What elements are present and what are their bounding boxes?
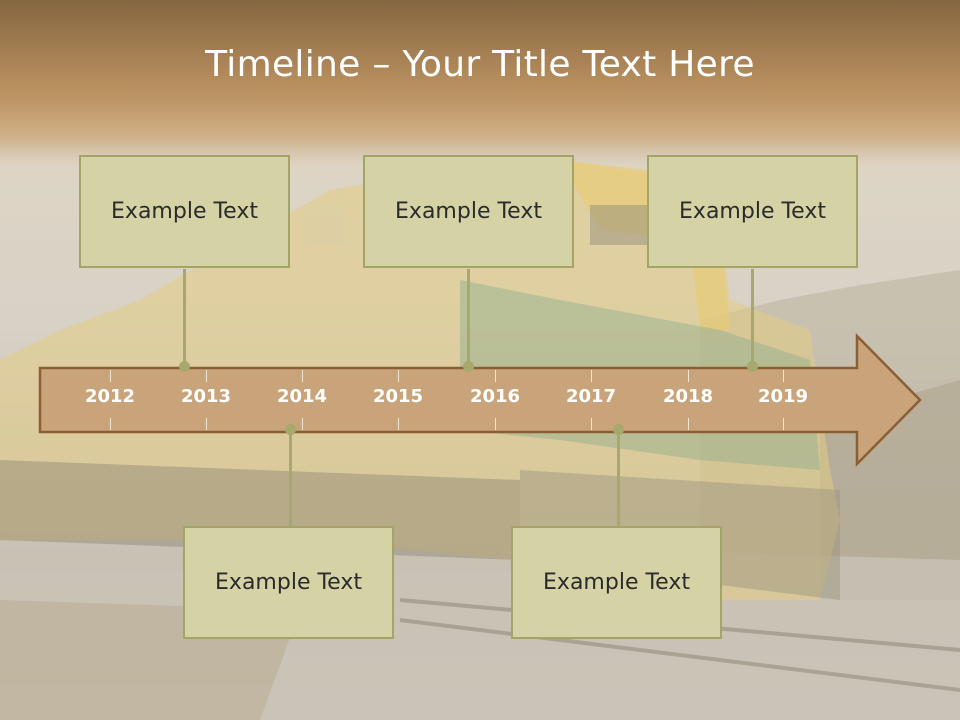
- callout-bottom-2[interactable]: Example Text: [511, 526, 722, 639]
- slide-title[interactable]: Timeline – Your Title Text Here: [205, 44, 755, 85]
- year-tick: [688, 370, 689, 382]
- callout-connector: [751, 269, 754, 366]
- year-tick: [495, 370, 496, 382]
- year-label-2013[interactable]: 2013: [180, 386, 232, 407]
- connector-dot: [613, 424, 624, 435]
- year-tick: [783, 370, 784, 382]
- year-label-2015[interactable]: 2015: [372, 386, 424, 407]
- connector-dot: [747, 361, 758, 372]
- year-tick: [495, 418, 496, 430]
- callout-top-3[interactable]: Example Text: [647, 155, 858, 268]
- year-tick: [591, 370, 592, 382]
- year-label-2016[interactable]: 2016: [469, 386, 521, 407]
- year-tick: [591, 418, 592, 430]
- callout-connector: [289, 430, 292, 527]
- connector-dot: [285, 424, 296, 435]
- year-tick: [206, 370, 207, 382]
- year-tick: [206, 418, 207, 430]
- year-label-2018[interactable]: 2018: [662, 386, 714, 407]
- year-label-2014[interactable]: 2014: [276, 386, 328, 407]
- callout-top-2[interactable]: Example Text: [363, 155, 574, 268]
- callout-connector: [183, 269, 186, 366]
- year-tick: [398, 418, 399, 430]
- callout-connector: [467, 269, 470, 366]
- connector-dot: [179, 361, 190, 372]
- year-label-2017[interactable]: 2017: [565, 386, 617, 407]
- year-tick: [302, 370, 303, 382]
- year-tick: [110, 418, 111, 430]
- callout-top-1[interactable]: Example Text: [79, 155, 290, 268]
- callout-text: Example Text: [111, 199, 258, 224]
- callout-text: Example Text: [679, 199, 826, 224]
- callout-text: Example Text: [395, 199, 542, 224]
- year-tick: [110, 370, 111, 382]
- callout-connector: [617, 430, 620, 527]
- year-tick: [398, 370, 399, 382]
- title-band: [0, 0, 960, 150]
- year-tick: [302, 418, 303, 430]
- year-label-2019[interactable]: 2019: [757, 386, 809, 407]
- callout-text: Example Text: [215, 570, 362, 595]
- callout-bottom-1[interactable]: Example Text: [183, 526, 394, 639]
- year-tick: [688, 418, 689, 430]
- year-tick: [783, 418, 784, 430]
- callout-text: Example Text: [543, 570, 690, 595]
- year-label-2012[interactable]: 2012: [84, 386, 136, 407]
- connector-dot: [463, 361, 474, 372]
- timeline-arrow-shape: [38, 332, 922, 468]
